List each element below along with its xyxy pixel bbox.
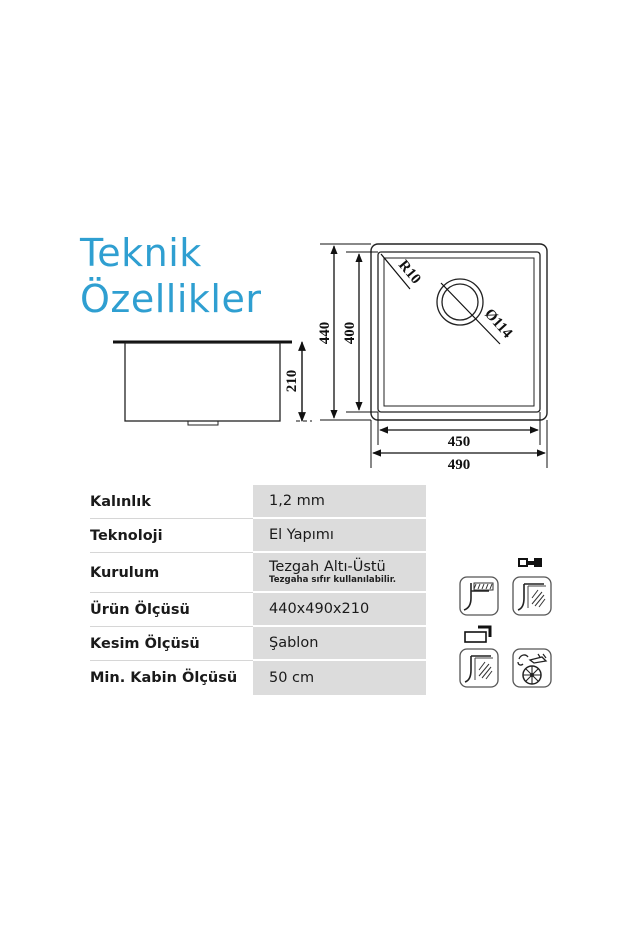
spec-table: Kalınlık 1,2 mm Teknoloji El Yapımı Kuru… bbox=[90, 485, 426, 695]
spec-value: 1,2 mm bbox=[253, 485, 426, 519]
page-title: Teknik Özellikler bbox=[80, 230, 261, 322]
spec-row-technology: Teknoloji El Yapımı bbox=[90, 519, 426, 553]
spec-value-text: El Yapımı bbox=[269, 527, 334, 543]
drain-diameter-label: Ø114 bbox=[481, 306, 516, 342]
title-line-1: Teknik bbox=[80, 231, 202, 275]
spec-label: Teknoloji bbox=[90, 519, 253, 553]
undermount-installation-icon bbox=[459, 576, 499, 616]
spec-value: El Yapımı bbox=[253, 519, 426, 553]
title-line-2: Özellikler bbox=[80, 277, 262, 321]
spec-value-text: 1,2 mm bbox=[269, 493, 325, 509]
side-view-drawing: 210 bbox=[113, 340, 312, 426]
spec-row-min-cabinet: Min. Kabin Ölçüsü 50 cm bbox=[90, 661, 426, 695]
spec-value-text: 440x490x210 bbox=[269, 601, 370, 617]
spec-label: Kalınlık bbox=[90, 485, 253, 519]
spec-value-note: Tezgaha sıfır kullanılabilir. bbox=[269, 574, 396, 585]
spec-value: 50 cm bbox=[253, 661, 426, 695]
corner-radius-label: R10 bbox=[395, 257, 424, 287]
spec-value-text: Şablon bbox=[269, 635, 319, 651]
spec-row-cut-size: Kesim Ölçüsü Şablon bbox=[90, 627, 426, 661]
technical-drawing: 210 R10 Ø114 440 400 450 490 bbox=[113, 243, 548, 473]
spec-row-thickness: Kalınlık 1,2 mm bbox=[90, 485, 426, 519]
spec-label: Kurulum bbox=[90, 553, 253, 593]
flush-mount-installation-icon bbox=[512, 576, 552, 616]
spec-row-installation: Kurulum Tezgah Altı-Üstü Tezgaha sıfır k… bbox=[90, 553, 426, 593]
spec-value: Tezgah Altı-Üstü Tezgaha sıfır kullanıla… bbox=[253, 553, 426, 593]
topmount-profile-icon bbox=[464, 625, 492, 643]
inner-width-label: 450 bbox=[448, 434, 471, 450]
inner-height-label: 400 bbox=[342, 322, 358, 345]
spec-value: 440x490x210 bbox=[253, 593, 426, 627]
outer-width-label: 490 bbox=[448, 457, 471, 473]
spec-value-text: Tezgah Altı-Üstü bbox=[269, 558, 386, 575]
topmount-installation-icon bbox=[459, 648, 499, 688]
top-view-drawing: R10 Ø114 440 400 450 490 bbox=[317, 243, 548, 473]
dishwasher-safe-icon bbox=[512, 648, 552, 688]
spec-label: Kesim Ölçüsü bbox=[90, 627, 253, 661]
side-height-label: 210 bbox=[284, 370, 300, 393]
spec-value: Şablon bbox=[253, 627, 426, 661]
flush-profile-icon bbox=[518, 558, 542, 567]
spec-label: Ürün Ölçüsü bbox=[90, 593, 253, 627]
spec-row-product-size: Ürün Ölçüsü 440x490x210 bbox=[90, 593, 426, 627]
spec-label: Min. Kabin Ölçüsü bbox=[90, 670, 238, 686]
spec-value-text: 50 cm bbox=[269, 670, 315, 686]
outer-height-label: 440 bbox=[317, 322, 333, 345]
